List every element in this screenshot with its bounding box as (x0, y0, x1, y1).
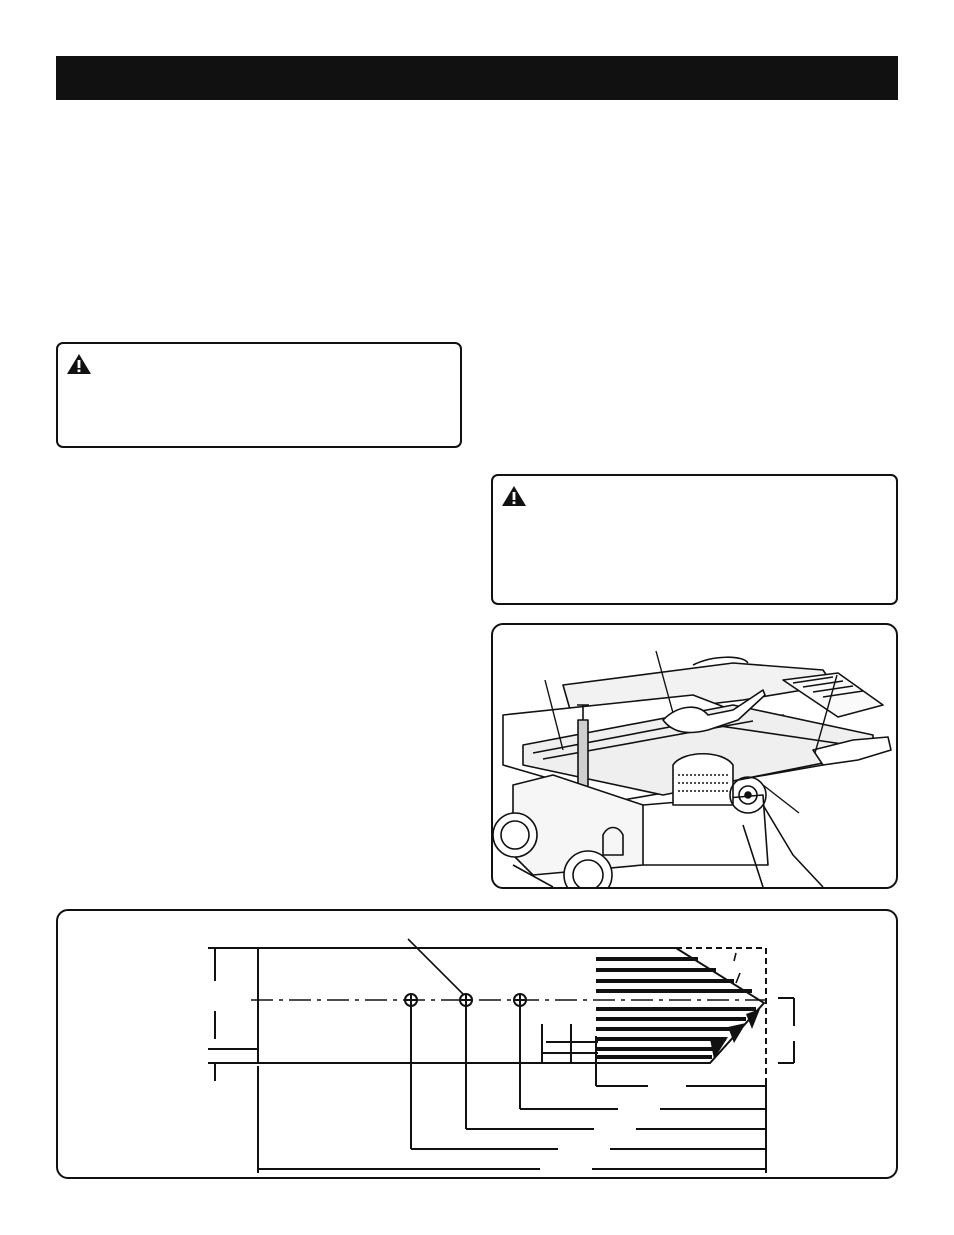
warning-box-left (56, 342, 462, 448)
warning-box-right (491, 474, 898, 605)
callout-line-lower (762, 784, 800, 814)
dimension-diagram (208, 938, 795, 1173)
callout-line-right (814, 674, 838, 754)
warning-triangle-icon (67, 354, 91, 374)
table-saw-illustration (493, 650, 892, 887)
section-header-title (56, 68, 68, 88)
section-header-bar (56, 56, 898, 100)
warning-triangle-icon (502, 486, 526, 506)
dimension-diagram-figure (56, 909, 898, 1179)
table-saw-figure (491, 623, 898, 889)
callout-line-left (544, 679, 564, 751)
callout-line-center (655, 650, 674, 714)
